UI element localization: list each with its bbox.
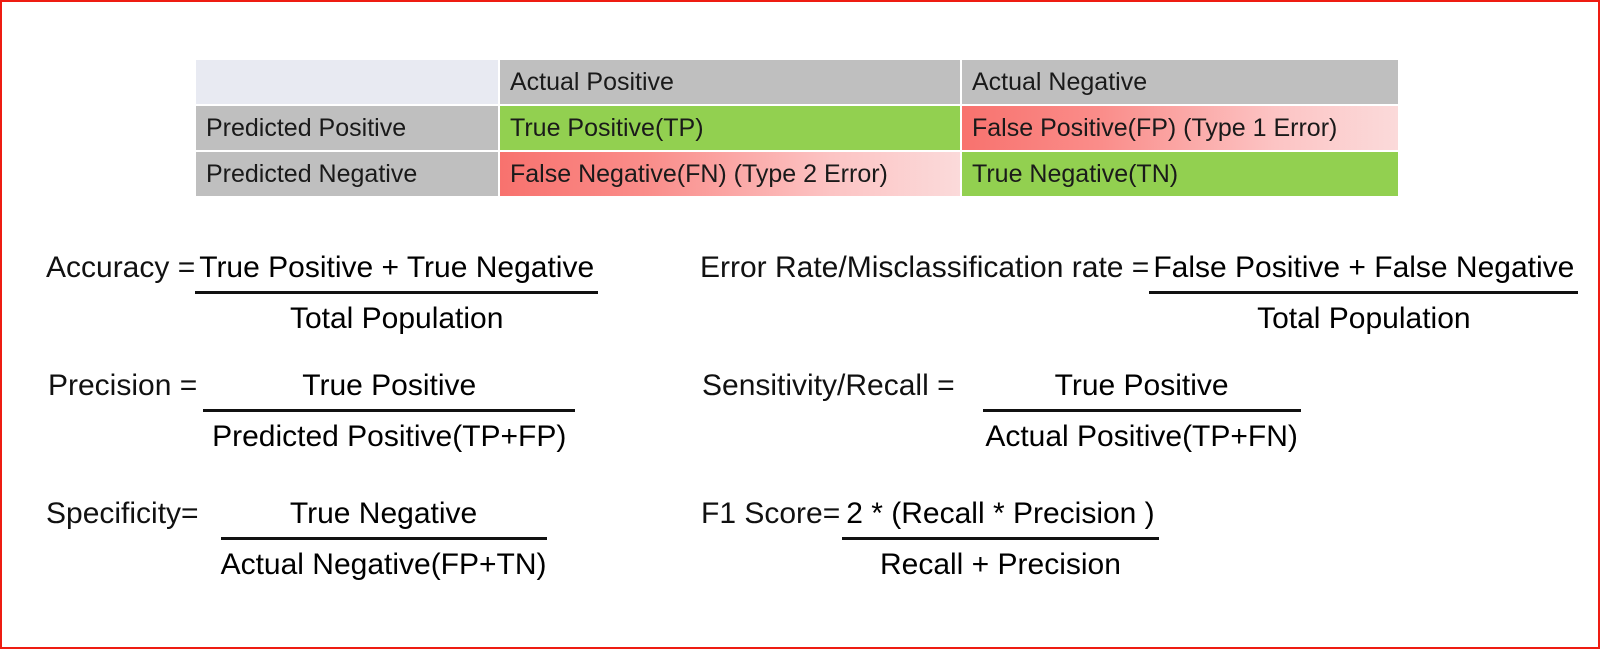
formula-f1-score-denominator: Recall + Precision: [879, 548, 1121, 581]
formula-specificity: Specificity= True Negative Actual Negati…: [46, 492, 547, 588]
column-header-actual-positive: Actual Positive: [500, 60, 960, 104]
formula-recall-label: Sensitivity/Recall =: [702, 369, 955, 402]
formula-error-rate-denominator: Total Population: [1257, 302, 1471, 335]
formula-f1-score-label: F1 Score=: [701, 497, 841, 530]
formula-row-3: Specificity= True Negative Actual Negati…: [2, 486, 1598, 608]
formula-recall-denominator: Actual Positive(TP+FN): [985, 420, 1298, 453]
cell-true-positive: True Positive(TP): [500, 106, 960, 150]
formula-accuracy-label: Accuracy =: [46, 251, 196, 284]
formula-precision: Precision = True Positive Predicted Posi…: [48, 364, 576, 460]
cell-false-positive: False Positive(FP) (Type 1 Error): [962, 106, 1398, 150]
cell-true-negative: True Negative(TN): [962, 152, 1398, 196]
formula-recall-numerator: True Positive: [982, 364, 1301, 412]
formula-specificity-label: Specificity=: [46, 497, 199, 530]
formula-error-rate: Error Rate/Misclassification rate = Fals…: [700, 246, 1579, 342]
formula-specificity-denominator: Actual Negative(FP+TN): [220, 548, 547, 581]
formula-accuracy-fraction: True Positive + True Negative Total Popu…: [195, 246, 599, 342]
column-header-actual-negative: Actual Negative: [962, 60, 1398, 104]
formula-error-rate-label: Error Rate/Misclassification rate =: [700, 251, 1150, 284]
formula-specificity-fraction: True Negative Actual Negative(FP+TN): [220, 492, 547, 588]
formula-specificity-numerator: True Negative: [220, 492, 547, 540]
formula-row-2: Precision = True Positive Predicted Posi…: [2, 364, 1598, 486]
formula-accuracy-numerator: True Positive + True Negative: [195, 246, 599, 294]
confusion-matrix-table: Actual Positive Actual Negative Predicte…: [194, 58, 1400, 198]
formula-precision-label: Precision =: [48, 369, 198, 402]
row-header-predicted-negative: Predicted Negative: [196, 152, 498, 196]
formula-f1-score-numerator: 2 * (Recall * Precision ): [842, 492, 1159, 540]
formula-accuracy: Accuracy = True Positive + True Negative…: [46, 246, 599, 342]
table-row: Predicted Positive True Positive(TP) Fal…: [196, 106, 1398, 150]
matrix-corner-cell: [196, 60, 498, 104]
formula-recall: Sensitivity/Recall = True Positive Actua…: [702, 364, 1301, 460]
table-header-row: Actual Positive Actual Negative: [196, 60, 1398, 104]
table-row: Predicted Negative False Negative(FN) (T…: [196, 152, 1398, 196]
metrics-formula-grid: Accuracy = True Positive + True Negative…: [2, 242, 1598, 608]
formula-accuracy-denominator: Total Population: [289, 302, 504, 335]
formula-recall-fraction: True Positive Actual Positive(TP+FN): [982, 364, 1301, 460]
row-header-predicted-positive: Predicted Positive: [196, 106, 498, 150]
formula-f1-score-fraction: 2 * (Recall * Precision ) Recall + Preci…: [842, 492, 1159, 588]
formula-error-rate-numerator: False Positive + False Negative: [1149, 246, 1579, 294]
formula-row-1: Accuracy = True Positive + True Negative…: [2, 242, 1598, 364]
formula-precision-denominator: Predicted Positive(TP+FP): [212, 420, 567, 453]
formula-precision-numerator: True Positive: [203, 364, 576, 412]
formula-error-rate-fraction: False Positive + False Negative Total Po…: [1149, 246, 1579, 342]
cell-false-negative: False Negative(FN) (Type 2 Error): [500, 152, 960, 196]
formula-f1-score: F1 Score= 2 * (Recall * Precision ) Reca…: [701, 492, 1159, 588]
formula-precision-fraction: True Positive Predicted Positive(TP+FP): [203, 364, 576, 460]
